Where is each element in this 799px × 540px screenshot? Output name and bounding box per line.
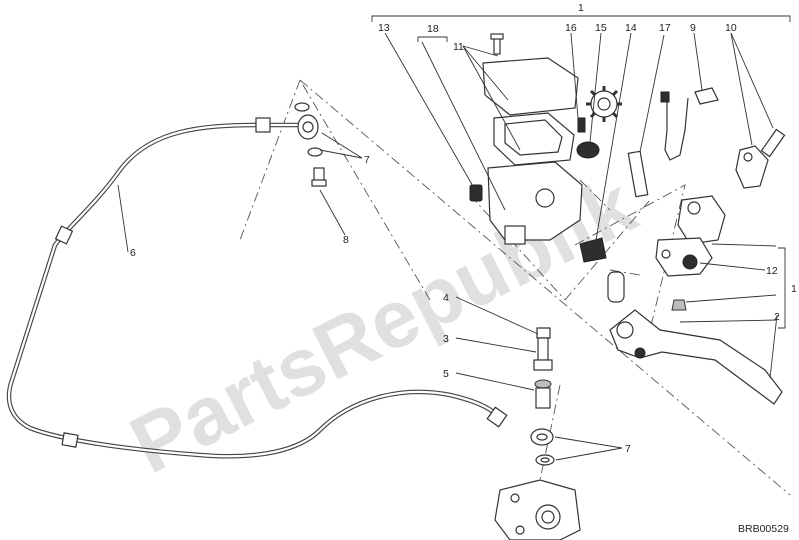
drawing-code: BRB00529 (738, 523, 789, 535)
callout-12: 12 (766, 265, 778, 277)
callout-6: 6 (130, 247, 136, 259)
lever-bracket (607, 195, 726, 311)
callout-18: 18 (427, 23, 439, 35)
gear-icon (586, 86, 622, 122)
callout-16: 16 (565, 22, 577, 34)
callout-13: 13 (378, 22, 390, 34)
callout-8: 8 (343, 234, 349, 246)
leader-lines (117, 32, 778, 461)
callout-10: 10 (725, 22, 737, 34)
callout-7-lower: 7 (625, 443, 631, 455)
callout-labels: 2 3 4 5 6 7 7 8 9 10 11 12 13 14 15 16 1… (130, 22, 780, 455)
clutch-switch (660, 87, 719, 161)
callout-9: 9 (690, 22, 696, 34)
slave-cylinder (494, 479, 581, 540)
callout-5: 5 (443, 368, 449, 380)
upper-banjo-fitting (294, 102, 327, 187)
handlebar-clamp (735, 128, 786, 189)
cover-kit-bracket: 18 (417, 23, 448, 42)
callout-2: 2 (774, 311, 780, 323)
callout-1-top: 1 (578, 2, 584, 14)
callout-1-right: 1 (791, 283, 797, 295)
callout-17: 17 (659, 22, 671, 34)
callout-15: 15 (595, 22, 607, 34)
master-cylinder-assembly (469, 33, 649, 263)
lower-fittings-stack (530, 327, 555, 466)
top-assembly-bracket: 1 (371, 2, 791, 22)
clutch-lever (609, 309, 783, 405)
callout-11: 11 (453, 41, 464, 53)
callout-14: 14 (625, 22, 637, 34)
right-assembly-bracket: 1 (778, 247, 797, 329)
clutch-hose (6, 117, 508, 459)
callout-7-upper: 7 (364, 154, 370, 166)
callout-3: 3 (443, 333, 449, 345)
callout-4: 4 (443, 292, 449, 304)
